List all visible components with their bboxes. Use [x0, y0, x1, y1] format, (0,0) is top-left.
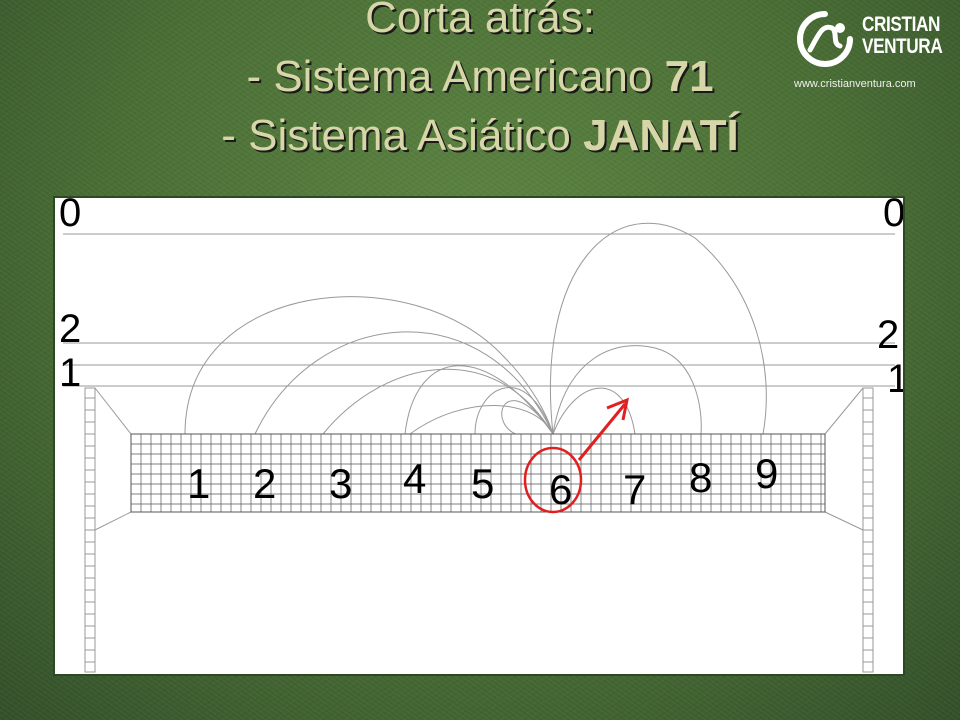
- height-lines: [63, 233, 895, 387]
- guy-line: [824, 387, 864, 435]
- net-post-right: [862, 387, 874, 673]
- net-post-left: [84, 387, 96, 673]
- height-label-right-2: 2: [877, 313, 899, 357]
- height-label-right-1: 1: [887, 357, 903, 401]
- trajectory-4: [409, 405, 554, 435]
- zone-7: 7: [623, 466, 646, 513]
- brand-logo-icon: [797, 11, 853, 67]
- zone-8: 8: [689, 454, 712, 501]
- title-line-1: Corta atrás:: [365, 0, 595, 42]
- net-grid: [130, 433, 826, 513]
- brand-name-line-2: VENTURA: [862, 35, 943, 58]
- zone-9: 9: [755, 450, 778, 497]
- trajectory-10: [404, 365, 554, 435]
- height-label-left-0: 0: [59, 198, 81, 235]
- guy-line: [94, 387, 132, 435]
- guy-line: [824, 511, 864, 531]
- zone-2: 2: [253, 460, 276, 507]
- height-label-left-2: 2: [59, 307, 81, 351]
- trajectory-9: [552, 387, 636, 435]
- height-label-right-0: 0: [883, 198, 903, 235]
- title-line-3-text: - Sistema Asiático: [221, 111, 584, 160]
- brand-logo: CRISTIAN VENTURA www.cristianventura.com: [792, 6, 952, 98]
- zone-3: 3: [329, 460, 352, 507]
- trajectory-7: [549, 222, 767, 435]
- trajectory-5: [474, 387, 554, 435]
- highlight-layer: [523, 397, 630, 514]
- title-line-2: - Sistema Americano 71: [0, 47, 960, 106]
- brand-name: CRISTIAN VENTURA: [862, 13, 943, 58]
- ball-trajectories: [184, 222, 767, 438]
- brand-url: www.cristianventura.com: [794, 78, 916, 90]
- trajectory-2: [254, 331, 554, 435]
- highlight-circle: [523, 446, 583, 514]
- guy-line: [94, 511, 132, 531]
- net-antennas: [84, 387, 874, 673]
- title-line-2-bold: 71: [664, 52, 714, 101]
- zone-1: 1: [187, 460, 210, 507]
- trajectory-8: [552, 345, 702, 435]
- highlight-arrow: [577, 403, 627, 461]
- title-line-3: - Sistema Asiático JANATÍ: [0, 106, 960, 165]
- brand-name-line-1: CRISTIAN: [862, 13, 941, 36]
- title-line-2-text: - Sistema Americano: [246, 52, 665, 101]
- zone-6: 6: [549, 466, 572, 513]
- zone-4: 4: [403, 455, 426, 502]
- slide-title: Corta atrás: - Sistema Americano 71 - Si…: [0, 0, 960, 165]
- height-label-left-1: 1: [59, 351, 81, 395]
- zone-5: 5: [471, 460, 494, 507]
- highlight-arrow-head: [606, 397, 630, 421]
- trajectory-1: [184, 296, 554, 435]
- net-band: [130, 433, 826, 513]
- title-line-3-bold: JANATÍ: [583, 111, 739, 160]
